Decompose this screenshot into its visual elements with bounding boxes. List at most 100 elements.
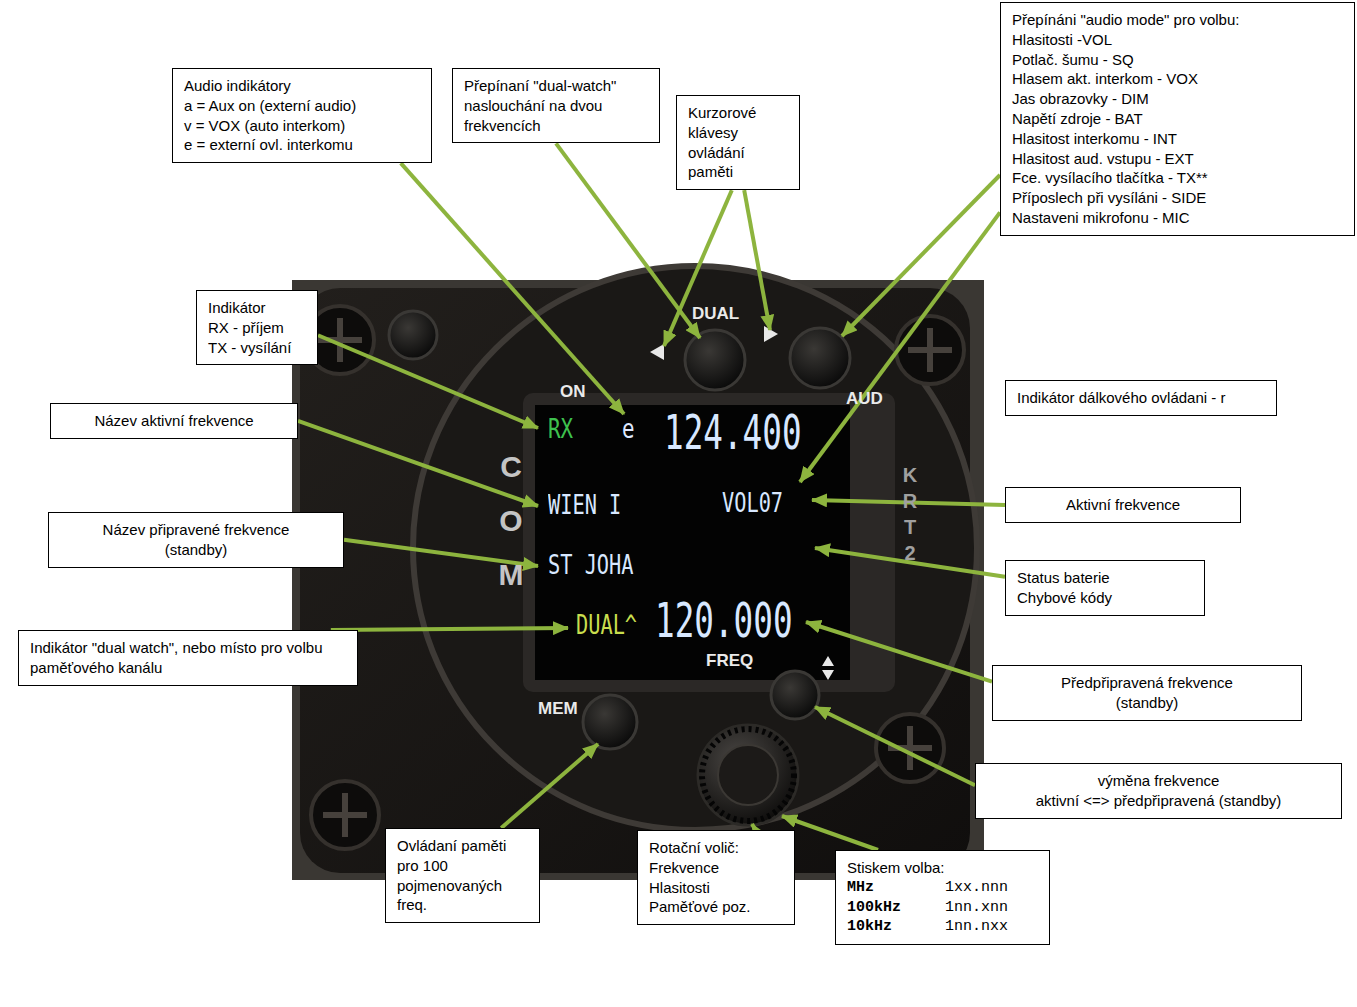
callout-text: Název aktivní frekvence [62, 411, 286, 431]
callout-box: Přepínáni "audio mode" pro volbu:Hlasito… [1000, 2, 1355, 236]
callout-text: Audio indikátory [184, 76, 420, 96]
callout-line: 1nn.nxx [945, 917, 1038, 937]
callout-line: 1nn.xnn [945, 898, 1038, 918]
screen-frame [523, 393, 895, 692]
display-label: VOL07 [722, 490, 783, 516]
callout-text: Stiskem volba: [847, 858, 1038, 878]
display-label: RX [548, 416, 573, 442]
callout-box: Předpřipravená frekvence(standby) [992, 665, 1302, 721]
callout-text: Indikátor [208, 298, 306, 318]
callout-line: Frekvence [649, 858, 783, 878]
callout-line: 1xx.nnn [945, 878, 1038, 898]
display-label: ST JOHA [548, 552, 633, 578]
down-arrow-symbol [822, 670, 834, 680]
callout-line: (standby) [60, 540, 332, 560]
display-label: AUD [846, 390, 883, 407]
callout-box: Indikátor "dual watch", nebo místo pro v… [18, 630, 358, 686]
screw [876, 714, 944, 782]
dual-button [685, 330, 745, 390]
callout-line: Hlasitosti [649, 878, 783, 898]
callout-box: Kurzorové klávesy ovládání paměti [676, 95, 800, 190]
callout-line: Potlač. šumu - SQ [1012, 50, 1343, 70]
display-label: MEM [538, 700, 578, 717]
leader-line [842, 175, 1000, 336]
up-arrow-symbol [822, 656, 834, 666]
callout-box: Aktivní frekvence [1005, 487, 1241, 523]
callout-text: Přepínaní "dual-watch" naslouchání na dv… [464, 76, 648, 135]
callout-line: Hlasitost aud. vstupu - EXT [1012, 149, 1343, 169]
callout-box: IndikátorRX - příjemTX - vysílání [196, 290, 318, 365]
callout-line: Napětí zdroje - BAT [1012, 109, 1343, 129]
display-label: 124.400 [664, 408, 802, 456]
swap-button [771, 671, 819, 719]
callout-line: Hlasem akt. interkom - VOX [1012, 69, 1343, 89]
panel-vertical-label: COM [496, 440, 526, 602]
screw-slot [323, 793, 367, 837]
callout-line: 100kHz [847, 898, 931, 918]
screw [896, 316, 964, 384]
callout-line: e = externí ovl. interkomu [184, 135, 420, 155]
screw-slot [908, 328, 952, 372]
display-label: ON [560, 383, 586, 400]
mem-button [583, 695, 637, 749]
callout-text: Předpřipravená frekvence [1004, 673, 1290, 693]
callout-box: Přepínaní "dual-watch" naslouchání na dv… [452, 68, 660, 143]
callout-line: TX - vysílání [208, 338, 306, 358]
callout-box: Rotační volič:FrekvenceHlasitostiPaměťov… [637, 830, 795, 925]
callout-box: Název připravené frekvence(standby) [48, 512, 344, 568]
callout-text: Aktivní frekvence [1017, 495, 1229, 515]
callout-line: Fce. vysílacího tlačítka - TX** [1012, 168, 1343, 188]
callout-line: RX - příjem [208, 318, 306, 338]
knob-ridges [702, 729, 794, 821]
callout-line: a = Aux on (externí audio) [184, 96, 420, 116]
callout-text: Ovládaní paměti pro 100 pojmenovaných fr… [397, 836, 528, 915]
callout-text: Název připravené frekvence [60, 520, 332, 540]
on-button [389, 311, 437, 359]
display-label: FREQ [706, 652, 753, 669]
callout-line: Paměťové poz. [649, 897, 783, 917]
callout-text: Kurzorové klávesy ovládání paměti [688, 103, 788, 182]
display-screen [535, 405, 850, 680]
display-label: DUAL [692, 305, 739, 322]
panel-vertical-label: KRT2 [900, 462, 920, 566]
display-label: WIEN I [548, 492, 621, 518]
callout-box: Status baterieChybové kódy [1005, 560, 1205, 616]
callout-box: Stiskem volba:MHz 1xx.nnn 100kHz 1nn.xnn 10k… [835, 850, 1050, 945]
leader-line [401, 163, 624, 414]
callout-box: Ovládaní paměti pro 100 pojmenovaných fr… [385, 828, 540, 923]
callout-line: Nastaveni mikrofonu - MIC [1012, 208, 1343, 228]
callout-line: v = VOX (auto interkom) [184, 116, 420, 136]
aud-button [790, 328, 850, 388]
callout-line: MHz [847, 878, 931, 898]
display-label: e [622, 416, 635, 442]
callout-line: Hlasitosti -VOL [1012, 30, 1343, 50]
callout-line: Jas obrazovky - DIM [1012, 89, 1343, 109]
screw [311, 781, 379, 849]
callout-text: Indikátor "dual watch", nebo místo pro v… [30, 638, 346, 678]
callout-box: Název aktivní frekvence [50, 403, 298, 439]
callout-text: výměna frekvence [987, 771, 1330, 791]
leader-line [800, 212, 1000, 482]
left-arrow-symbol [650, 344, 664, 360]
leader-line [318, 335, 538, 428]
callout-line: aktivní <=> předpřipravená (standby) [987, 791, 1330, 811]
leader-line [782, 816, 878, 850]
knob-cap [718, 745, 778, 805]
leader-line [501, 744, 598, 828]
callout-text: Rotační volič: [649, 838, 783, 858]
callout-line: 10kHz [847, 917, 931, 937]
display-label: DUAL^ [576, 612, 637, 638]
leader-line [331, 628, 568, 630]
callout-text: Indikátor dálkového ovládani - r [1017, 388, 1265, 408]
leader-line [815, 707, 975, 785]
callout-text: Status baterie [1017, 568, 1193, 588]
callout-box: Audio indikátorya = Aux on (externí audi… [172, 68, 432, 163]
callout-line: (standby) [1004, 693, 1290, 713]
leader-line [664, 190, 732, 346]
callout-line: Hlasitost interkomu - INT [1012, 129, 1343, 149]
callout-text: Přepínáni "audio mode" pro volbu: [1012, 10, 1343, 30]
display-label: 120.000 [655, 596, 793, 644]
callout-line: Chybové kódy [1017, 588, 1193, 608]
leader-line [806, 622, 992, 682]
